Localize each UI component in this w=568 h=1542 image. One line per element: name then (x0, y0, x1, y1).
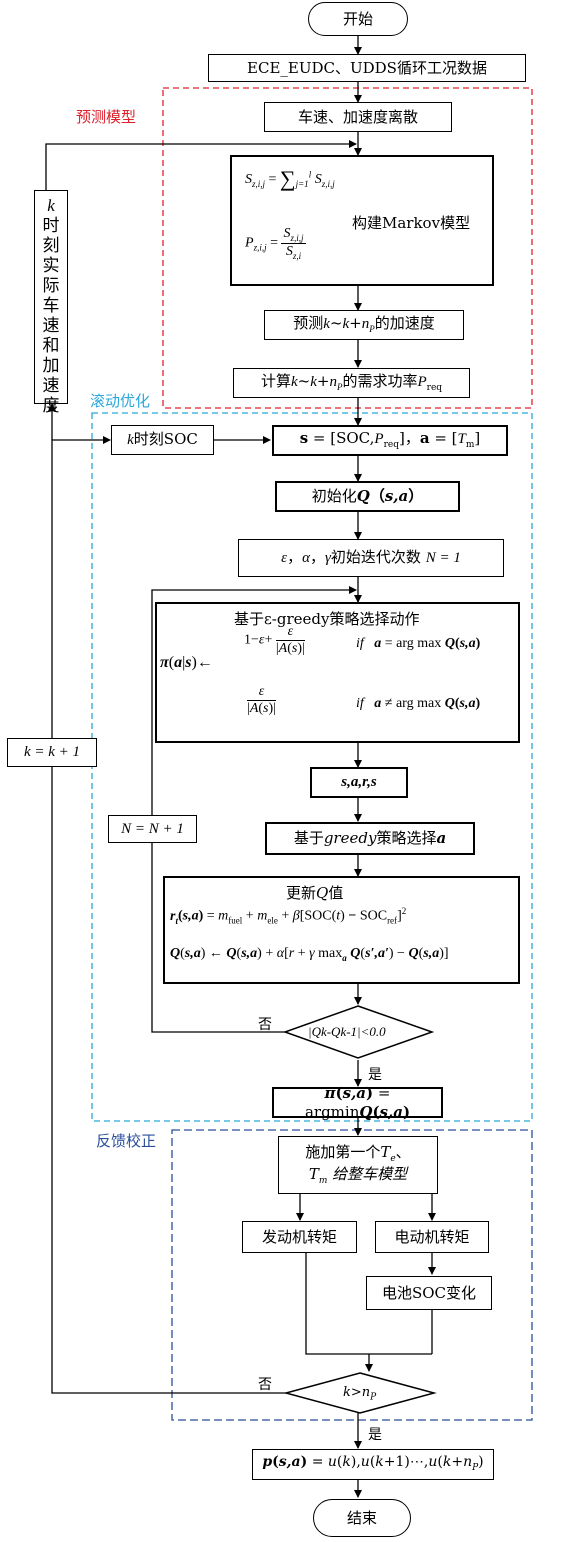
feedback-region (171, 1129, 533, 1421)
horizon-yes-label: 是 (368, 1427, 382, 1443)
start-terminal: 开始 (308, 2, 408, 36)
reward-equation: rt(s,a) = mfuel + mele + β[SOC(t) − SOCr… (170, 906, 407, 926)
discretize-box: 车速、加速度离散 (264, 102, 452, 132)
egreedy-cond2: if a ≠ arg max Q(s,a) (356, 696, 481, 711)
update-q-box (163, 876, 520, 984)
end-label: 结束 (346, 1508, 377, 1527)
egreedy-case2: ε |A(s)| (247, 684, 276, 716)
calc-power-text: 计算k~k+nP的需求功率Preq (260, 371, 443, 393)
convergence-no-label: 否 (258, 1017, 272, 1033)
egreedy-case1: 1−ε+ ε |A(s)| (244, 624, 305, 656)
k-soc-box: k时刻SOC (111, 425, 214, 455)
motor-torque-box: 电动机转矩 (375, 1221, 489, 1253)
rolling-region (91, 412, 533, 1122)
apply-first-line1: 施加第一个Te、 (305, 1142, 411, 1164)
engine-torque-box: 发动机转矩 (242, 1221, 357, 1253)
horizon-no-label: 否 (258, 1377, 272, 1393)
horizon-check-text: k>nP (343, 1385, 377, 1403)
state-action-box: s = [SOC,Preq]，a = [Tm] (272, 425, 508, 456)
calc-power-box: 计算k~k+nP的需求功率Preq (233, 368, 470, 398)
init-params-text: ε，α，γ初始迭代次数 N = 1 (281, 548, 461, 567)
egreedy-lhs: π(a|s)← (160, 654, 213, 671)
k-increment-text: k = k + 1 (23, 744, 81, 761)
greedy-select-box: 基于greedy策略选择a (265, 822, 475, 855)
policy-text: π(s,a) = argminQ(s,a) (304, 1083, 411, 1121)
convergence-diamond (282, 1005, 435, 1059)
data-source-box: ECE_EUDC、UDDS循环工况数据 (208, 54, 526, 82)
egreedy-title: 基于ε-greedy策略选择动作 (234, 610, 420, 628)
apply-first-torque-box: 施加第一个Te、 Tm 给整车模型 (278, 1136, 438, 1194)
update-q-title: 更新Q值 (286, 884, 344, 902)
actual-speed-acc-box (34, 190, 68, 404)
markov-model-box (230, 155, 494, 286)
init-params-box: ε，α，γ初始迭代次数 N = 1 (238, 539, 504, 577)
sars-box: s,a,r,s (310, 767, 408, 798)
battery-soc-text: 电池SOC变化 (381, 1283, 477, 1302)
init-q-box: 初始化Q（s,a） (275, 481, 460, 512)
markov-eq-sum: Sz,i,j = ∑j=1l Sz,i,j (245, 166, 335, 191)
convergence-yes-label: 是 (368, 1067, 382, 1083)
predict-acc-text: 预测k~k+nP的加速度 (293, 314, 435, 335)
n-increment-text: N = N + 1 (121, 820, 184, 837)
prediction-region-label: 预测模型 (76, 108, 137, 126)
state-action-text: s = [SOC,Preq]，a = [Tm] (299, 429, 481, 451)
convergence-text: |Qk-Qk-1|<0.0 (308, 1024, 386, 1039)
start-label: 开始 (342, 9, 373, 28)
markov-label: 构建Markov模型 (352, 214, 471, 232)
discretize-text: 车速、加速度离散 (297, 107, 418, 126)
rolling-region-label: 滚动优化 (90, 392, 151, 410)
q-update-equation: Q(s,a) ← Q(s,a) + α[r + γ maxa Q(s′,a′) … (170, 946, 449, 963)
egreedy-cond1: if a = arg max Q(s,a) (356, 636, 481, 651)
feedback-region-label: 反馈校正 (96, 1132, 157, 1150)
end-terminal: 结束 (313, 1499, 411, 1537)
n-increment-box: N = N + 1 (108, 815, 197, 843)
sars-text: s,a,r,s (341, 774, 377, 791)
motor-torque-text: 电动机转矩 (394, 1227, 470, 1246)
prediction-region (162, 87, 533, 409)
apply-first-line2: Tm 给整车模型 (308, 1165, 408, 1186)
engine-torque-text: 发动机转矩 (261, 1227, 337, 1246)
policy-box: π(s,a) = argminQ(s,a) (272, 1084, 443, 1121)
battery-soc-box: 电池SOC变化 (366, 1276, 492, 1310)
k-soc-text: k时刻SOC (127, 430, 198, 449)
output-sequence-text: p(s,a) = u(k),u(k+1)⋯,u(k+nP) (262, 1454, 484, 1474)
output-sequence-box: p(s,a) = u(k),u(k+1)⋯,u(k+nP) (252, 1449, 494, 1480)
init-q-text: 初始化Q（s,a） (311, 487, 424, 506)
greedy-select-text: 基于greedy策略选择a (293, 829, 447, 848)
predict-acc-box: 预测k~k+nP的加速度 (264, 310, 464, 340)
horizon-diamond (283, 1372, 437, 1414)
data-source-text: ECE_EUDC、UDDS循环工况数据 (247, 58, 487, 77)
egreedy-policy-box (155, 602, 520, 743)
k-increment-box: k = k + 1 (7, 738, 97, 767)
markov-eq-prob: Pz,i,j = Sz,i,j Sz,i (245, 226, 306, 261)
